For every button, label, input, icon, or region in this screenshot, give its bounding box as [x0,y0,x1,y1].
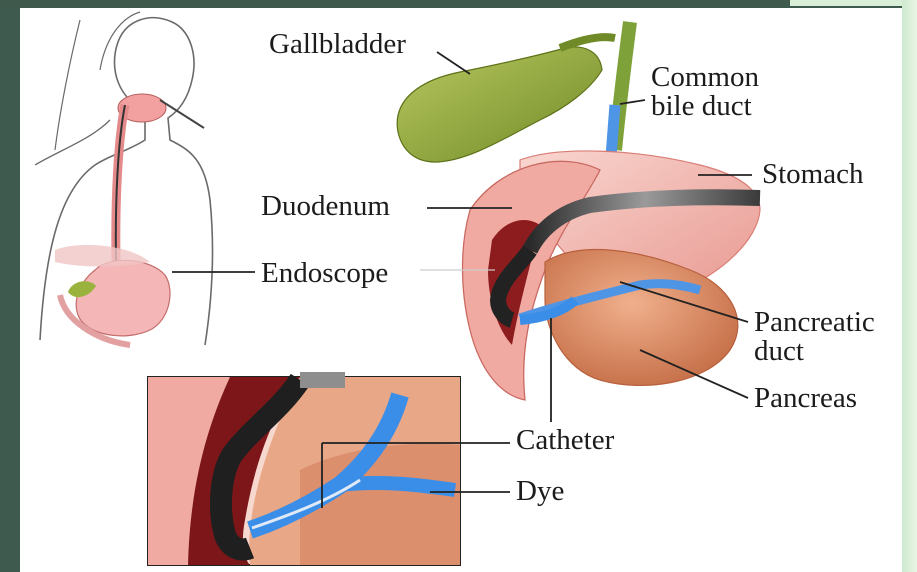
label-pancreatic-duct-line1: Pancreatic [754,308,875,337]
label-pancreatic-duct-line2: duct [754,337,875,366]
label-dye: Dye [516,477,564,506]
label-pancreas: Pancreas [754,384,857,413]
gallbladder-shape [397,37,615,162]
label-duodenum: Duodenum [261,192,390,221]
label-pancreatic-duct: Pancreatic duct [754,308,875,366]
label-common-bile-duct: Common bile duct [651,63,759,121]
label-catheter: Catheter [516,426,614,455]
human-figure [35,12,212,345]
label-common-bile-duct-line2: bile duct [651,92,759,121]
label-gallbladder: Gallbladder [269,30,406,59]
label-common-bile-duct-line1: Common [651,63,759,92]
inset-detail [148,377,460,565]
label-endoscope: Endoscope [261,259,388,288]
label-stomach: Stomach [762,160,864,189]
